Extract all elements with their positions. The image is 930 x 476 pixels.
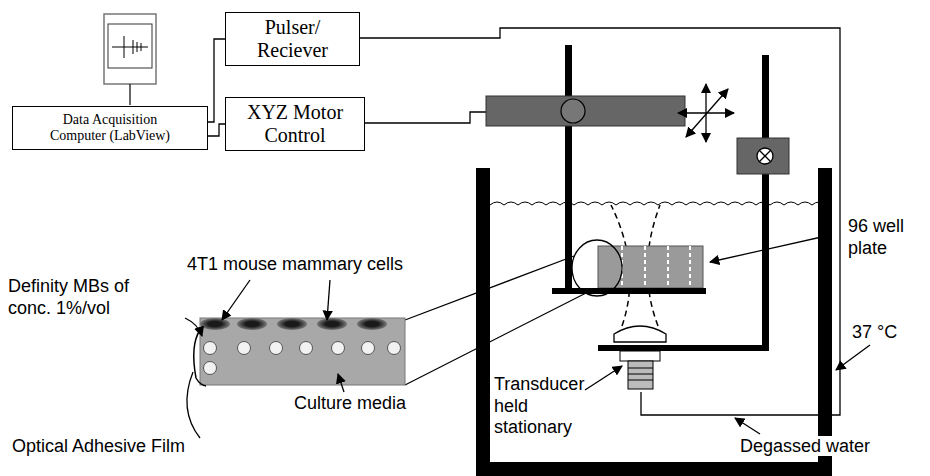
- annotation-label-box: 96 well plate: [848, 216, 928, 259]
- box-label: XYZ Motor Control: [240, 101, 350, 147]
- tumor-cells: [200, 318, 387, 330]
- cable-connector: [208, 124, 225, 136]
- fixed-symbol: [757, 148, 773, 164]
- zoom-line: [405, 292, 588, 385]
- computer-box: Data Acquisition Computer (LabView): [12, 106, 208, 150]
- annotation-label: 4T1 mouse mammary cells: [187, 254, 403, 274]
- annotation-label: Transducer held stationary: [494, 374, 584, 437]
- device-box: Pulser/ Reciever: [225, 12, 360, 66]
- annotation-label: 96 well plate: [848, 216, 904, 258]
- monitor-icon: [104, 14, 156, 105]
- leader-lines: [185, 236, 870, 438]
- water-surface: [490, 202, 826, 205]
- zoom-circle: [572, 240, 622, 296]
- culture-well-inset: [200, 318, 405, 385]
- fixed-clamp: [737, 138, 789, 174]
- annotation-label-box: Culture media: [280, 393, 420, 415]
- transducer: [598, 326, 768, 389]
- stage-joint: [561, 99, 585, 123]
- annotation-label-box: 4T1 mouse mammary cells: [170, 254, 420, 276]
- box-label: Data Acquisition Computer (LabView): [35, 112, 185, 144]
- signal-wire: [360, 28, 840, 415]
- adhesive-film: [194, 330, 206, 386]
- box-label: Pulser/ Reciever: [238, 16, 348, 62]
- annotation-label: 37 °C: [852, 322, 897, 342]
- well-plate: [598, 246, 703, 288]
- plate-holder-post: [565, 45, 572, 292]
- motor-stage: [486, 96, 685, 126]
- annotation-label-box: Transducer held stationary: [494, 374, 594, 439]
- annotation-label: Degassed water: [738, 436, 872, 456]
- annotation-label-box: Optical Adhesive Film: [12, 436, 252, 458]
- annotation-label-box: Definity MBs of conc. 1%/vol: [8, 276, 168, 319]
- transducer-post: [762, 55, 769, 351]
- motion-arrows: [678, 84, 734, 142]
- motor-wire: [365, 112, 486, 123]
- cable-connector: [208, 39, 225, 122]
- annotation-label: Optical Adhesive Film: [12, 436, 185, 456]
- plate-holder-arm: [552, 288, 706, 294]
- device-box: XYZ Motor Control: [225, 97, 365, 151]
- annotation-label-box: 37 °C: [852, 322, 922, 344]
- annotation-label: Definity MBs of conc. 1%/vol: [8, 276, 129, 318]
- annotation-label: Culture media: [294, 393, 406, 413]
- microbubbles: [204, 342, 401, 375]
- zoom-line: [405, 256, 574, 320]
- well-dividers: [622, 246, 690, 288]
- annotation-label-box: Degassed water: [738, 436, 924, 458]
